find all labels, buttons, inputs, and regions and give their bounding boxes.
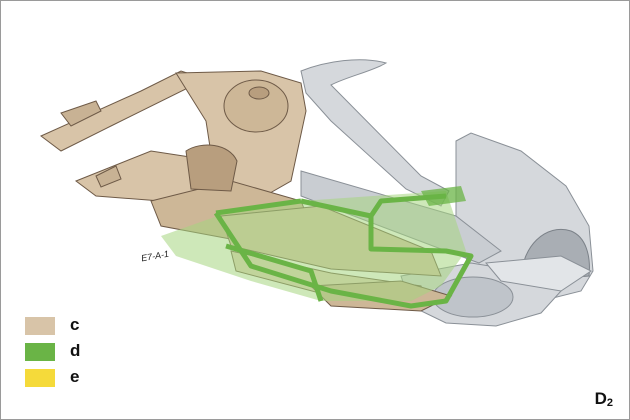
- legend-swatch-d: [25, 343, 55, 361]
- legend-label-e: e: [70, 367, 80, 386]
- floor-panel-green: [161, 191, 466, 301]
- reinforcement-frame: [213, 193, 474, 309]
- front-bumper-beam: [60, 100, 122, 188]
- legend-label-d: d: [70, 341, 81, 360]
- strut-mount: [248, 86, 270, 100]
- green-reinforcement: [161, 186, 474, 309]
- figure-tag-index: 2: [606, 397, 613, 409]
- sill-green-strip: [421, 186, 466, 206]
- wheelhouse-front: [185, 144, 238, 192]
- front-strut-tower: [223, 79, 289, 133]
- legend-swatch-c: [25, 317, 55, 335]
- legend-swatch-e: [25, 369, 55, 387]
- figure-tag: D2: [595, 389, 613, 409]
- rear-body-panels: [300, 59, 594, 327]
- figure-tag-letter: D: [594, 389, 607, 408]
- rear-crossmember: [485, 255, 592, 292]
- legend-label-c: c: [70, 315, 80, 334]
